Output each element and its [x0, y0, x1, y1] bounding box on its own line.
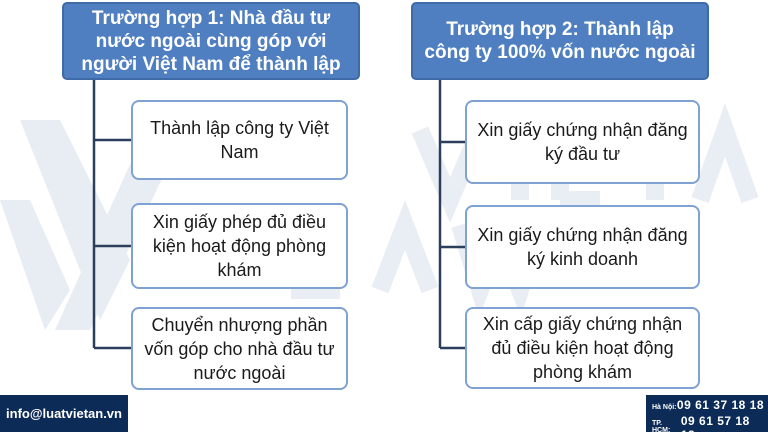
phone-city-hanoi: Hà Nội:: [652, 403, 677, 411]
footer: info@luatvietan.vn Hà Nội: 09 61 37 18 1…: [0, 395, 768, 432]
case-2-step-2: Xin giấy chứng nhận đăng ký kinh doanh: [465, 205, 700, 289]
phone-row-hanoi: Hà Nội: 09 61 37 18 18: [652, 398, 764, 414]
case-1-header: Trường hợp 1: Nhà đầu tư nước ngoài cùng…: [62, 2, 360, 80]
case-1-step-2: Xin giấy phép đủ điều kiện hoạt động phò…: [131, 203, 348, 289]
email-bar: info@luatvietan.vn: [0, 395, 128, 432]
case-1-step-1: Thành lập công ty Việt Nam: [131, 100, 348, 180]
case-1-step-1-text: Thành lập công ty Việt Nam: [150, 118, 329, 162]
phone-bar: Hà Nội: 09 61 37 18 18 TP. HCM: 09 61 57…: [646, 395, 768, 432]
case-2-step-2-text: Xin giấy chứng nhận đăng ký kinh doanh: [477, 225, 688, 269]
email-link[interactable]: info@luatvietan.vn: [6, 406, 122, 421]
case-1-step-2-text: Xin giấy phép đủ điều kiện hoạt động phò…: [152, 212, 327, 280]
phone-city-hcm: TP. HCM:: [652, 419, 671, 432]
case-1-header-text: Trường hợp 1: Nhà đầu tư nước ngoài cùng…: [81, 7, 341, 75]
case-1-step-3: Chuyển nhượng phần vốn góp cho nhà đầu t…: [131, 307, 348, 390]
case-2-step-1: Xin giấy chứng nhận đăng ký đầu tư: [465, 100, 700, 184]
case-2-step-3-text: Xin cấp giấy chứng nhận đủ điều kiện hoạ…: [482, 314, 683, 382]
case-2-header-text: Trường hợp 2: Thành lập công ty 100% vốn…: [424, 19, 696, 63]
case-1-step-3-text: Chuyển nhượng phần vốn góp cho nhà đầu t…: [144, 314, 335, 383]
case-2-step-3: Xin cấp giấy chứng nhận đủ điều kiện hoạ…: [465, 307, 700, 389]
case-2-header: Trường hợp 2: Thành lập công ty 100% vốn…: [411, 2, 709, 80]
phone-number-hanoi[interactable]: 09 61 37 18 18: [676, 397, 764, 412]
case-2-step-1-text: Xin giấy chứng nhận đăng ký đầu tư: [477, 120, 688, 164]
phone-row-hcm: TP. HCM: 09 61 57 18 18: [652, 413, 764, 432]
phone-number-hcm[interactable]: 09 61 57 18 18: [680, 413, 750, 432]
